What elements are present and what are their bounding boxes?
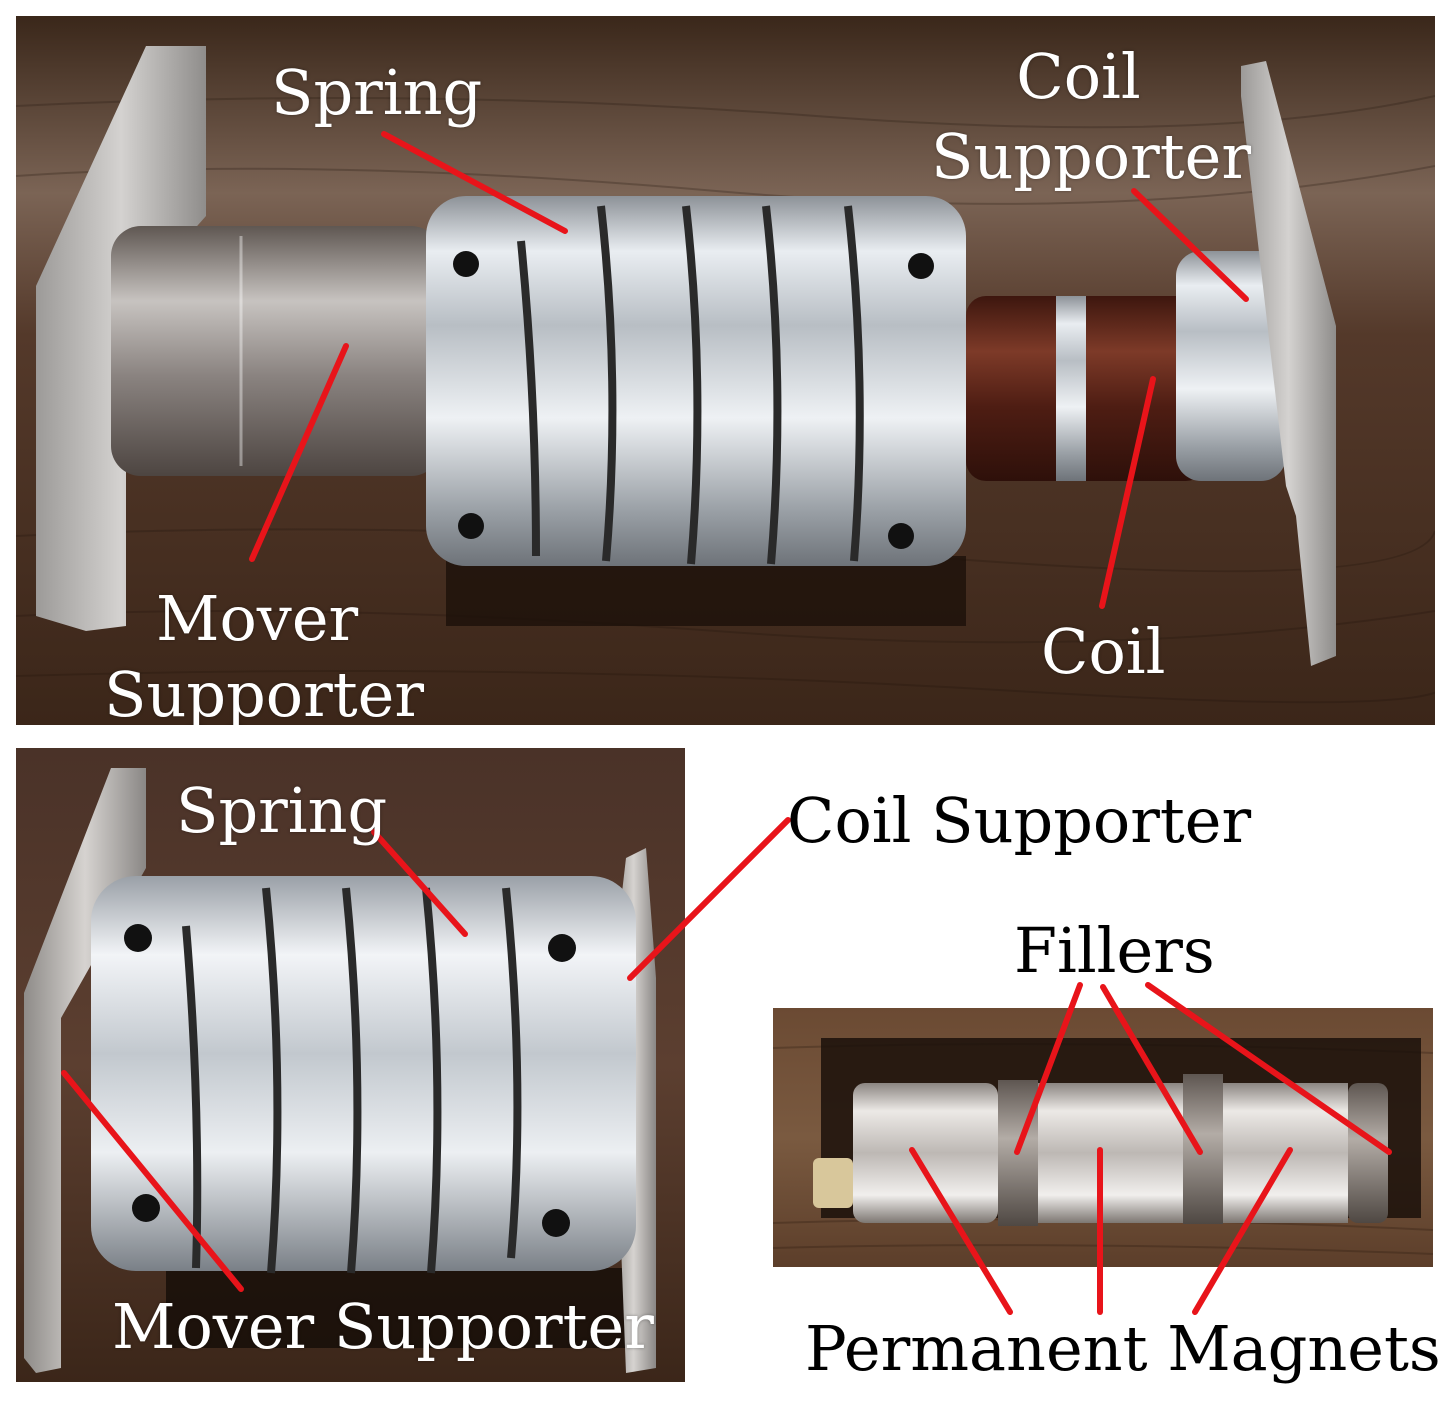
coil-supporter-body	[1176, 251, 1286, 481]
bottom-left-photo-drawing	[16, 748, 685, 1382]
spring-slots	[517, 205, 864, 565]
magnet-3	[1223, 1083, 1348, 1223]
filler-1	[998, 1080, 1038, 1226]
magnet-photo-drawing	[773, 1008, 1433, 1267]
spring-slots	[182, 887, 522, 1274]
label-spring: Spring	[176, 774, 388, 847]
leader-coil-supporter	[1131, 188, 1249, 302]
label-spring: Spring	[271, 56, 483, 129]
label-coil-supporter-line1: Coil	[1016, 40, 1141, 113]
label-coil-supporter: Coil Supporter	[787, 784, 1252, 857]
label-coil: Coil	[1041, 615, 1166, 688]
label-mover-supporter-line1: Mover	[156, 582, 359, 655]
label-mover-supporter-line2: Supporter	[104, 658, 424, 726]
leader-spring	[381, 131, 568, 234]
top-photo-drawing	[16, 16, 1435, 725]
leader-mover-supporter	[61, 1070, 244, 1292]
top-leader-lines	[249, 131, 1249, 609]
bottom-left-photo: Spring Mover Supporter	[16, 748, 685, 1382]
filler-3	[1348, 1083, 1388, 1223]
spring-body	[91, 876, 636, 1271]
leader-mover-supporter	[249, 343, 349, 562]
label-fillers: Fillers	[1014, 914, 1215, 987]
magnet-1	[853, 1083, 998, 1223]
top-photo: Spring Coil Supporter Mover Supporter Co…	[16, 16, 1435, 725]
right-mount-plate	[1241, 61, 1336, 666]
label-mover-supporter: Mover Supporter	[112, 1290, 654, 1363]
magnet-2	[1038, 1083, 1183, 1223]
label-permanent-magnets: Permanent Magnets	[805, 1312, 1441, 1385]
label-coil-supporter-line2: Supporter	[931, 120, 1251, 193]
leader-coil	[1099, 376, 1156, 609]
leader-spring	[371, 829, 468, 937]
shadow	[446, 556, 966, 626]
bl-leader-lines	[61, 829, 468, 1292]
brass-tip	[813, 1158, 853, 1208]
filler-2	[1183, 1074, 1223, 1224]
mover-supporter-body	[111, 226, 441, 476]
shadow	[166, 1268, 636, 1348]
magnet-photo	[773, 1008, 1433, 1267]
